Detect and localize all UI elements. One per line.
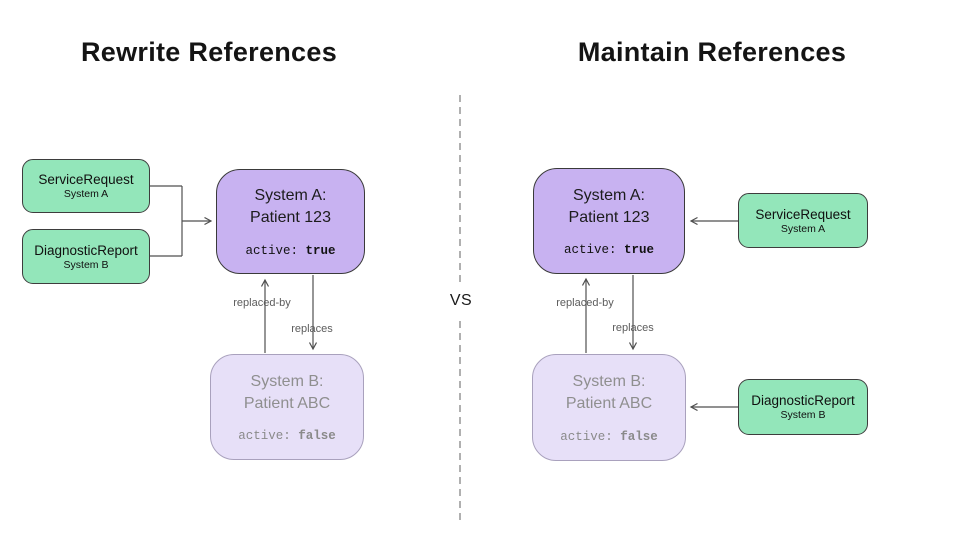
left-diagnosticreport-box: DiagnosticReport System B — [22, 229, 150, 284]
left-panel-title: Rewrite References — [80, 37, 338, 67]
system-title: System A: Patient 123 — [569, 185, 650, 228]
resource-label: DiagnosticReport — [751, 393, 855, 408]
resource-system: System A — [63, 188, 109, 200]
active-status: active: false — [238, 429, 336, 443]
active-field: active: — [560, 429, 621, 444]
system-title-line2: Patient ABC — [243, 394, 331, 412]
active-status: active: true — [564, 243, 654, 257]
edge-label-replaces: replaces — [291, 323, 333, 335]
active-field: active: — [563, 243, 624, 258]
left-system-a-box: System A: Patient 123 active: true — [216, 169, 365, 274]
active-value: false — [298, 429, 336, 444]
edge-label-replaced-by: replaced-by — [233, 297, 291, 309]
active-status: active: false — [560, 430, 658, 444]
system-title-line2: Patient 123 — [568, 208, 650, 226]
right-system-b-box: System B: Patient ABC active: false — [532, 354, 686, 461]
right-diagnosticreport-box: DiagnosticReport System B — [738, 379, 868, 435]
system-title: System B: Patient ABC — [244, 371, 330, 414]
right-system-a-box: System A: Patient 123 active: true — [533, 168, 685, 274]
vs-label: VS — [449, 292, 473, 309]
resource-label: ServiceRequest — [755, 206, 851, 222]
system-title-line2: Patient 123 — [250, 209, 331, 226]
active-value: true — [624, 243, 655, 258]
active-value: false — [620, 429, 658, 444]
system-title-line2: Patient ABC — [565, 395, 653, 412]
active-field: active: — [238, 429, 299, 444]
resource-label: ServiceRequest — [38, 172, 134, 187]
resource-system: System B — [780, 409, 826, 421]
right-servicerequest-box: ServiceRequest System A — [738, 193, 868, 248]
system-title: System B: Patient ABC — [566, 371, 652, 414]
system-title: System A: Patient 123 — [250, 185, 331, 228]
edge-label-replaced-by: replaced-by — [556, 297, 614, 309]
resource-system: System B — [63, 258, 109, 271]
edge-label-replaces: replaces — [612, 322, 654, 334]
system-title-line1: System B: — [572, 373, 646, 391]
system-title-line1: System A: — [254, 187, 327, 205]
right-panel-title: Maintain References — [577, 37, 847, 67]
system-title-line1: System B: — [250, 372, 324, 390]
active-value: true — [305, 243, 336, 258]
left-servicerequest-box: ServiceRequest System A — [22, 159, 150, 213]
left-system-b-box: System B: Patient ABC active: false — [210, 354, 364, 460]
resource-label: DiagnosticReport — [34, 242, 138, 258]
active-status: active: true — [245, 244, 335, 258]
system-title-line1: System A: — [572, 186, 645, 204]
active-field: active: — [245, 243, 306, 258]
resource-system: System A — [780, 222, 826, 235]
